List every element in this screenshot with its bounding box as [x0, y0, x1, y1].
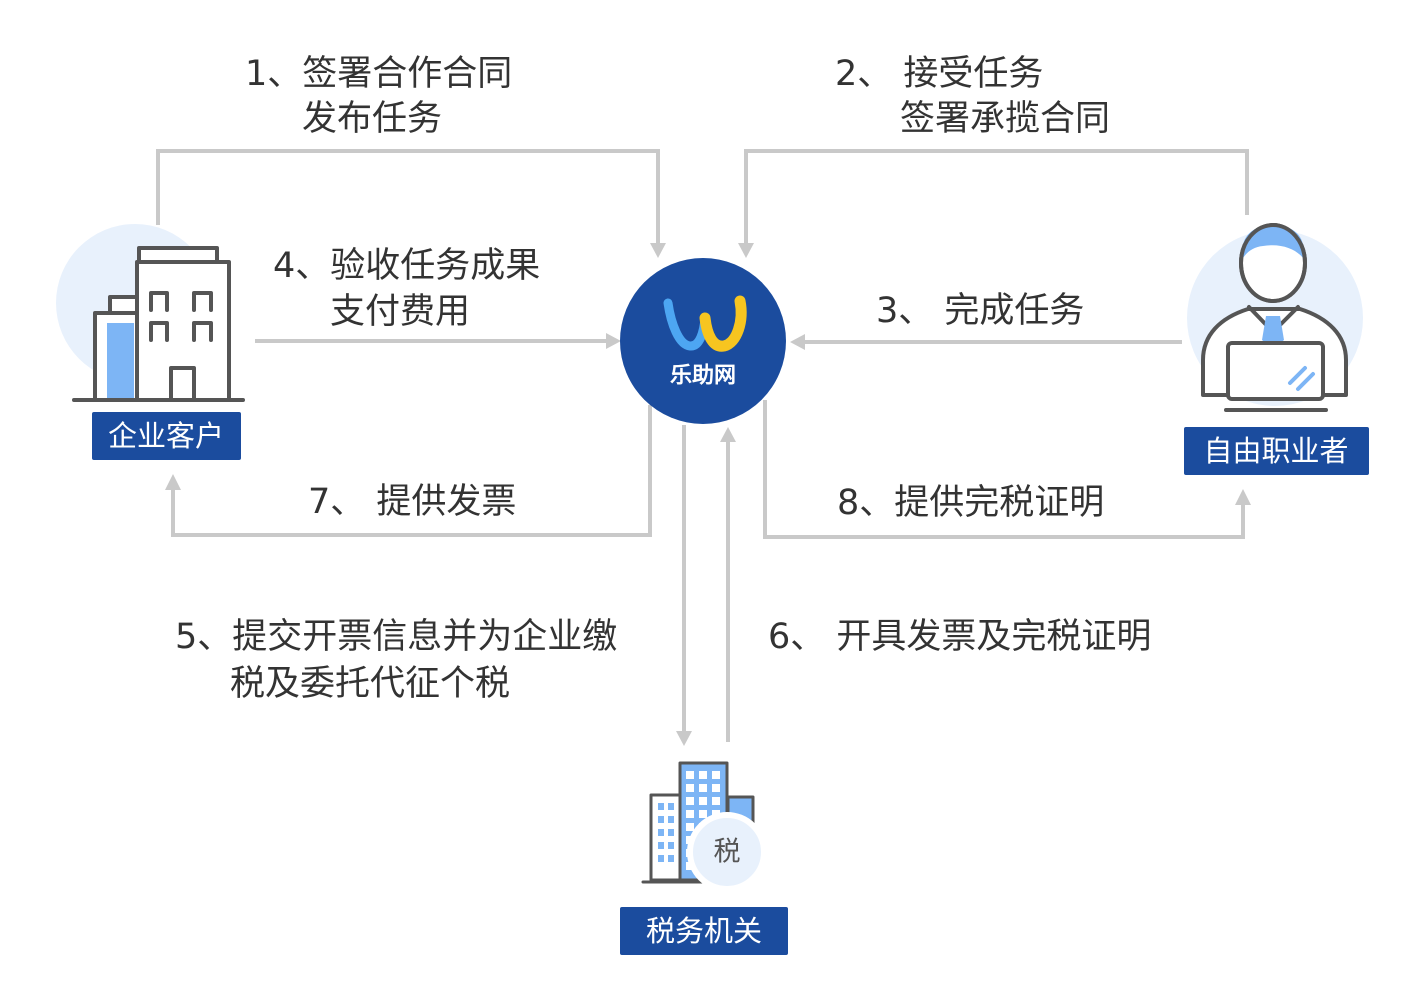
step-1-line-1: 1、签署合作合同 — [245, 54, 512, 94]
step-7-line-1: 7、 提供发票 — [308, 482, 516, 522]
freelancer-label: 自由职业者 — [1203, 434, 1348, 468]
tax-bureau-label: 税务机关 — [646, 914, 762, 948]
step-3-line-1: 3、 完成任务 — [876, 291, 1084, 331]
arrow-step-5 — [676, 425, 692, 746]
step-2-line-1: 2、 接受任务 — [835, 54, 1043, 94]
step-8-line-1: 8、提供完税证明 — [837, 483, 1104, 523]
platform-label: 乐助网 — [670, 364, 736, 389]
left-building-windows — [658, 803, 674, 862]
step-4-line-1: 4、验收任务成果 — [273, 246, 540, 286]
enterprise-label: 企业客户 — [108, 419, 224, 453]
freelancer-badge: 自由职业者 — [1184, 427, 1369, 475]
step-6-line-1: 6、 开具发票及完税证明 — [768, 617, 1151, 657]
step-5-line-2: 税及委托代征个税 — [230, 664, 510, 704]
step-5-line-1: 5、提交开票信息并为企业缴 — [175, 617, 617, 657]
arrow-step-3 — [790, 334, 1182, 350]
arrow-step-7 — [165, 405, 652, 537]
enterprise-badge: 企业客户 — [92, 412, 241, 460]
arrow-step-2 — [738, 149, 1249, 258]
platform-node: 乐助网 — [620, 258, 786, 424]
tax-building-icon: 税 — [641, 761, 767, 892]
tax-badge-char: 税 — [714, 837, 741, 868]
step-1-line-2: 发布任务 — [302, 99, 442, 139]
tax-bureau-badge: 税务机关 — [620, 907, 788, 955]
person-laptop-icon — [1187, 223, 1363, 412]
w-logo-icon — [663, 295, 747, 352]
arrow-step-6 — [720, 427, 736, 742]
arrow-step-1 — [156, 149, 666, 258]
step-4-line-2: 支付费用 — [330, 292, 470, 332]
arrow-step-4 — [255, 333, 621, 349]
arrow-step-8 — [763, 400, 1251, 539]
step-2-line-2: 签署承揽合同 — [900, 99, 1110, 139]
office-building-icon — [56, 224, 245, 402]
